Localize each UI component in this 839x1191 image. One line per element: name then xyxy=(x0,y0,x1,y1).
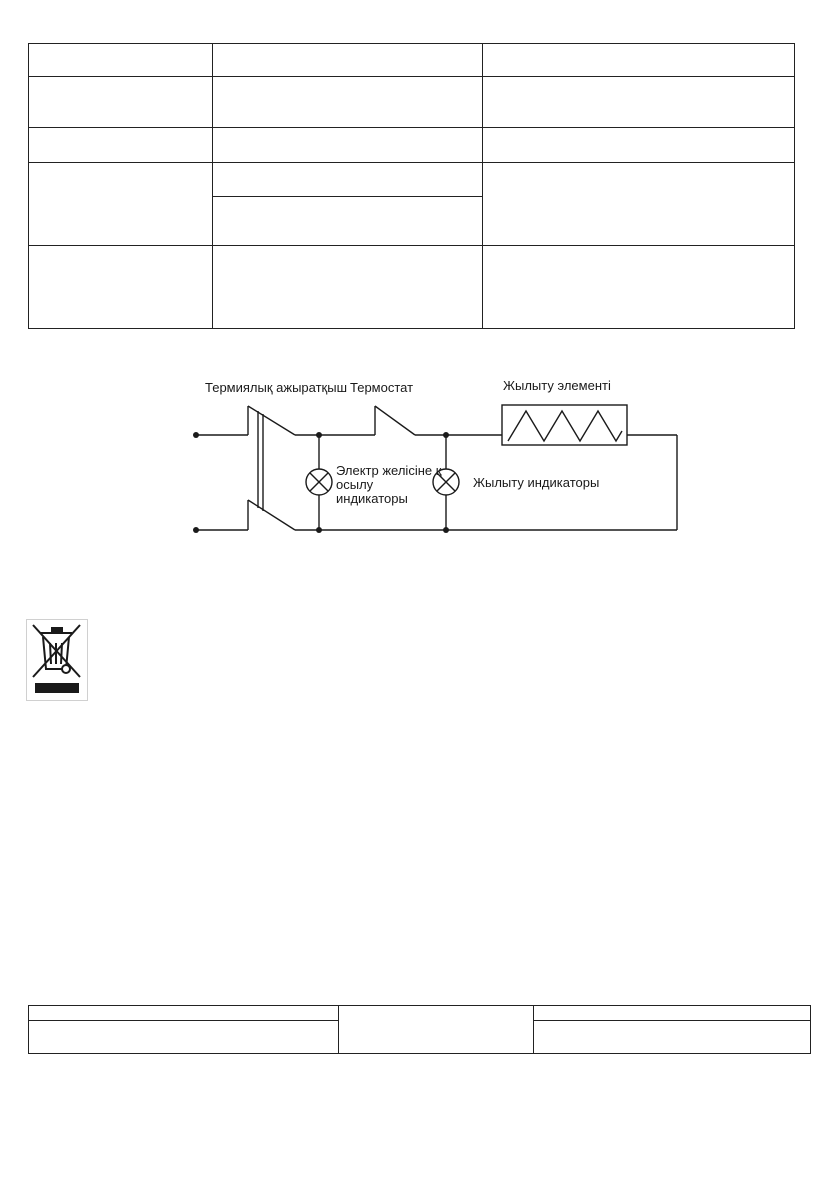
table-cell xyxy=(212,162,483,197)
bottom-table xyxy=(28,1005,811,1054)
heating-indicator-label: Жылыту индикаторы xyxy=(473,475,599,490)
table-cell xyxy=(28,162,213,246)
table-cell xyxy=(482,245,795,329)
table-cell xyxy=(482,43,795,77)
table-cell xyxy=(212,245,483,329)
table-cell xyxy=(533,1020,811,1054)
table-cell xyxy=(482,127,795,163)
table-cell xyxy=(212,76,483,128)
table-cell xyxy=(28,76,213,128)
table-cell xyxy=(28,127,213,163)
power-indicator-label-1: Электр желісіне қ xyxy=(336,463,442,478)
table-cell xyxy=(338,1005,534,1054)
table-cell xyxy=(212,196,483,246)
table-cell xyxy=(28,43,213,77)
power-indicator-label-2: осылу xyxy=(336,477,374,492)
thermostat-label: Термостат xyxy=(350,380,413,395)
table-cell xyxy=(212,127,483,163)
table-row xyxy=(28,1005,811,1054)
circuit-diagram: Термиялық ажыратқыш Термостат Жылыту эле… xyxy=(193,378,678,533)
table-row xyxy=(28,162,795,246)
thermal-breaker-label: Термиялық ажыратқыш xyxy=(205,380,347,395)
table-cell xyxy=(28,1005,339,1021)
table-cell xyxy=(28,1020,339,1054)
table-row xyxy=(28,43,795,77)
table-row xyxy=(28,245,795,329)
table-row xyxy=(28,127,795,163)
heating-element-label: Жылыту элементі xyxy=(503,378,611,393)
circuit-nodes xyxy=(193,432,449,533)
table-row xyxy=(28,76,795,128)
table-cell xyxy=(533,1005,811,1021)
table-cell xyxy=(482,162,795,246)
weee-disposal-icon xyxy=(26,619,88,701)
table-cell xyxy=(28,245,213,329)
power-indicator-label-3: индикаторы xyxy=(336,491,408,506)
table-row xyxy=(28,1020,811,1054)
table-cell xyxy=(482,76,795,128)
table-cell xyxy=(212,43,483,77)
spec-table xyxy=(28,43,795,329)
